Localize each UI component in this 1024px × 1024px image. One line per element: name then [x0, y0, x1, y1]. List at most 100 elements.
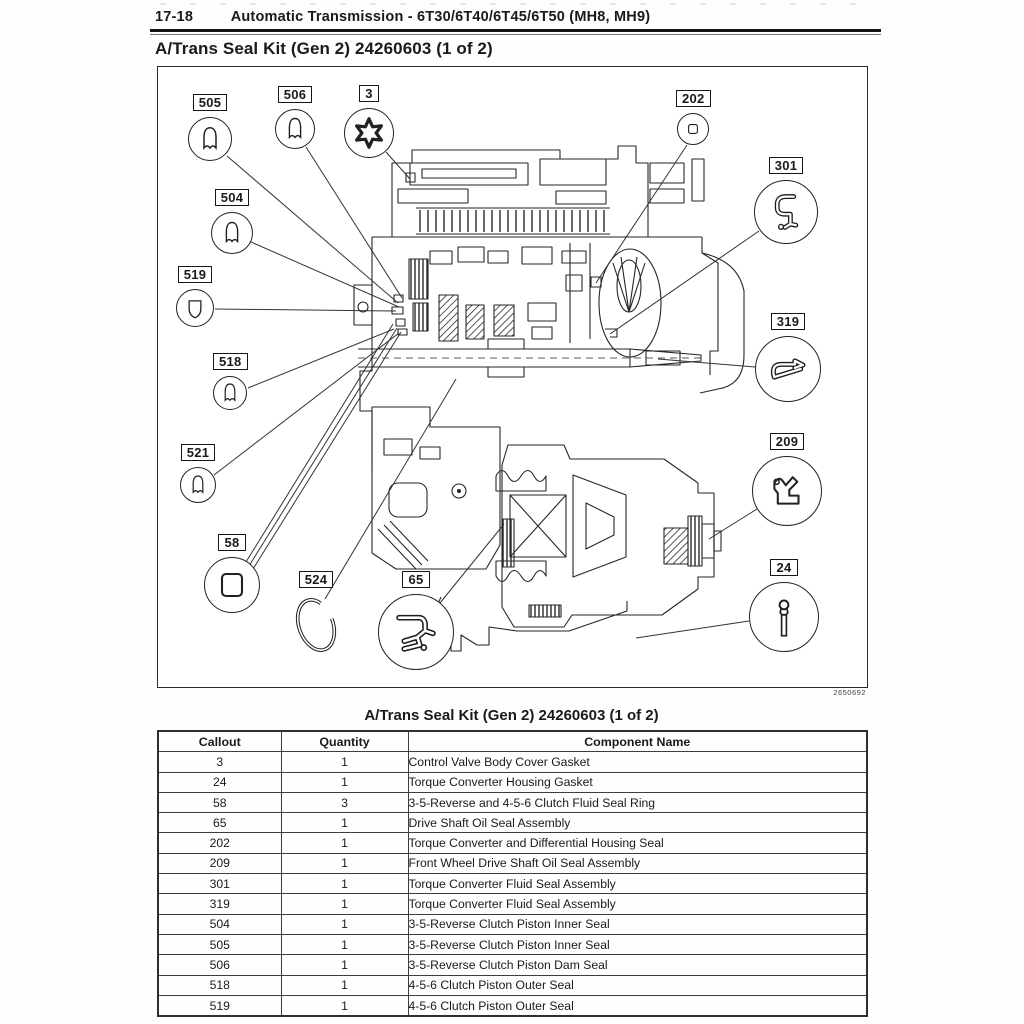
- fluid-seal-assembly-icon: [755, 336, 821, 402]
- quantity-cell: 1: [280, 933, 409, 956]
- clutch-fluid-seal-ring-icon: [204, 557, 260, 613]
- piston-inner-seal-icon: [188, 117, 232, 161]
- callout-label: 65: [402, 571, 430, 588]
- component-name-cell: Torque Converter Housing Gasket: [407, 771, 868, 793]
- component-name-cell: 3-5-Reverse and 4-5-6 Clutch Fluid Seal …: [407, 791, 868, 814]
- callout-cell: 506: [157, 954, 282, 976]
- callout-319: 319: [755, 313, 821, 402]
- transmission-cross-section-diagram: [213, 144, 760, 652]
- quantity-cell: 1: [280, 873, 409, 895]
- component-name-cell: Front Wheel Drive Shaft Oil Seal Assembl…: [407, 852, 868, 875]
- component-name-cell: Torque Converter Fluid Seal Assembly: [407, 873, 868, 895]
- component-name-cell: Torque Converter and Differential Housin…: [407, 832, 868, 854]
- callout-cell: 65: [157, 812, 282, 834]
- quantity-cell: 1: [280, 974, 409, 996]
- callout-301: 301: [754, 157, 818, 244]
- callout-65: 65: [378, 571, 454, 670]
- valve-body-cover-gasket-icon: [344, 108, 394, 158]
- table-header-row: Callout Quantity Component Name: [157, 730, 868, 753]
- callout-cell: 319: [157, 893, 282, 915]
- component-name-cell: Drive Shaft Oil Seal Assembly: [407, 812, 868, 834]
- quantity-cell: 1: [280, 994, 409, 1017]
- quantity-cell: 1: [280, 771, 409, 793]
- quantity-cell: 1: [280, 852, 409, 875]
- callout-label: 3: [359, 85, 379, 102]
- quantity-cell: 1: [280, 954, 409, 976]
- torque-converter-housing-gasket-icon: [749, 582, 819, 652]
- callout-cell: 518: [157, 974, 282, 996]
- callout-cell: 519: [157, 994, 282, 1017]
- callout-cell: 301: [157, 873, 282, 895]
- callout-505: 505: [188, 94, 232, 161]
- quantity-cell: 1: [280, 812, 409, 834]
- callout-label: 504: [214, 189, 250, 206]
- callout-label: 58: [218, 534, 246, 551]
- callout-label: 209: [769, 433, 805, 450]
- piston-seal-icon: [180, 467, 216, 503]
- running-head: 17-18 Automatic Transmission - 6T30/6T40…: [155, 9, 881, 25]
- callout-cell: 202: [157, 832, 282, 854]
- component-name-cell: Torque Converter Fluid Seal Assembly: [407, 893, 868, 915]
- header-rule-thin: [150, 34, 881, 35]
- callout-504: 504: [211, 189, 253, 254]
- callout-cell: 3: [157, 751, 282, 773]
- callout-label: 521: [180, 444, 216, 461]
- callout-label: 505: [192, 94, 228, 111]
- callout-label: 319: [770, 313, 806, 330]
- table-title: A/Trans Seal Kit (Gen 2) 24260603 (1 of …: [364, 707, 659, 724]
- fluid-seal-assembly-icon: [754, 180, 818, 244]
- column-header-component-name: Component Name: [407, 730, 868, 753]
- callout-label: 519: [177, 266, 213, 283]
- callout-58: 58: [204, 534, 260, 613]
- leader-lines: [213, 144, 760, 639]
- callout-209: 209: [752, 433, 822, 526]
- quantity-cell: 1: [280, 751, 409, 773]
- machine-drawing: [353, 145, 745, 652]
- piston-outer-seal-icon: [213, 376, 248, 410]
- callout-202: 202: [676, 90, 711, 145]
- callout-3: 3: [344, 85, 394, 158]
- callout-24: 24: [749, 559, 819, 652]
- piston-dam-seal-icon: [275, 109, 315, 149]
- callout-cell: 209: [157, 852, 282, 875]
- scan-artifact: [160, 3, 860, 5]
- piston-inner-seal-icon: [211, 212, 253, 254]
- page-number: 17-18: [155, 9, 194, 25]
- callout-cell: 504: [157, 913, 282, 935]
- callout-518: 518: [213, 353, 248, 410]
- component-name-cell: 4-5-6 Clutch Piston Outer Seal: [407, 994, 868, 1017]
- callout-cell: 24: [157, 771, 282, 793]
- callout-label: 518: [213, 353, 248, 370]
- callout-label: 506: [277, 86, 313, 103]
- callout-521: 521: [180, 444, 216, 503]
- callout-label: 524: [298, 571, 334, 588]
- piston-outer-seal-icon: [176, 289, 214, 327]
- quantity-cell: 1: [280, 893, 409, 915]
- header-rule: [150, 29, 881, 32]
- callout-cell: 505: [157, 933, 282, 956]
- column-header-callout: Callout: [157, 730, 282, 753]
- component-name-cell: 3-5-Reverse Clutch Piston Inner Seal: [407, 913, 868, 935]
- component-name-cell: 3-5-Reverse Clutch Piston Dam Seal: [407, 954, 868, 976]
- drive-shaft-oil-seal-assembly-icon: [378, 594, 454, 670]
- figure-number: 2650692: [833, 688, 866, 697]
- callout-cell: 58: [157, 791, 282, 814]
- page-title: A/Trans Seal Kit (Gen 2) 24260603 (1 of …: [155, 39, 493, 58]
- callout-524: 524: [294, 571, 338, 656]
- snap-ring-icon: [294, 594, 338, 656]
- figure-box: 505 506 3 202 301 504 519 518: [157, 66, 868, 688]
- housing-seal-icon: [677, 113, 710, 145]
- chapter-title: Automatic Transmission - 6T30/6T40/6T45/…: [230, 9, 651, 25]
